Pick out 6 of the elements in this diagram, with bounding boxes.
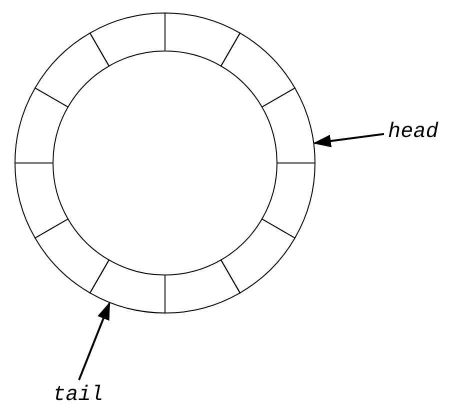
pointer-label: tail xyxy=(53,384,104,408)
buffer-slot xyxy=(262,88,316,164)
arrow xyxy=(312,133,384,148)
buffer-slot xyxy=(90,260,166,314)
pointer-label: head xyxy=(388,121,438,145)
arrow xyxy=(78,302,110,380)
